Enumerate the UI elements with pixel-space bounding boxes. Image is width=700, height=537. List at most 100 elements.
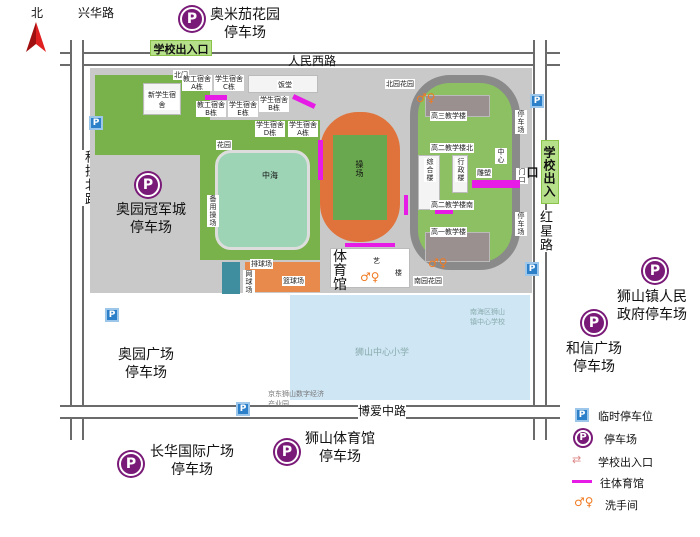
dorm-b-label: 学生宿舍B栋 xyxy=(259,96,289,112)
grade1-building xyxy=(425,232,490,262)
art-building-label: 楼 xyxy=(394,268,403,278)
parking-lot-aoyuan-plaza[interactable]: 奥园广场停车场 xyxy=(118,346,174,382)
temp-parking-icon[interactable]: P xyxy=(89,116,103,130)
basketball-label: 篮球场 xyxy=(282,276,305,286)
parking-lot-aoyuan-guanjuncheng[interactable]: 奥园冠军城停车场 xyxy=(116,201,186,237)
parking-name: 停车场 xyxy=(224,25,266,41)
parking-lot-aomiqie[interactable]: 奥米茄花园停车场 xyxy=(210,6,280,42)
grade1-label: 高一教学楼 xyxy=(430,227,467,237)
parking-lot-hexin[interactable]: 和信广场停车场 xyxy=(566,340,622,376)
parking-lot-icon[interactable]: P xyxy=(643,259,667,283)
parking-side-label: 停车场 xyxy=(515,110,527,134)
staff-dorm-a-label: 教工宿舍A栋 xyxy=(182,75,212,91)
center-label: 中心 xyxy=(495,148,507,164)
staff-dorm-b-label: 教工宿舍B栋 xyxy=(196,101,226,117)
temp-parking-icon: P xyxy=(575,408,589,422)
route-arrow-icon xyxy=(205,95,227,100)
road-label-hongxing: 红星路 xyxy=(535,210,554,252)
parking-name: 奥米茄花园 xyxy=(210,7,280,23)
road-keji-north xyxy=(70,40,84,440)
parking-lot-changhua[interactable]: 长华国际广场停车场 xyxy=(150,443,234,479)
north-garden-label: 北园花园 xyxy=(385,79,415,89)
parking-lot-icon[interactable]: P xyxy=(136,173,160,197)
dorm-a-label: 学生宿舍A栋 xyxy=(288,121,318,137)
parking-lot-icon[interactable]: P xyxy=(582,311,606,335)
parking-name: 停车场 xyxy=(171,462,213,478)
east-entrance-label: 学校出入口 xyxy=(525,140,559,204)
tennis-label: 网球场 xyxy=(243,270,255,294)
road-label-renmin: 人民西路 xyxy=(288,54,337,68)
parking-lot-shishan-gym[interactable]: 狮山体育馆停车场 xyxy=(305,430,375,466)
north-arrow-icon xyxy=(26,22,46,52)
legend-label: 洗手间 xyxy=(605,499,638,512)
parking-name: 政府停车场 xyxy=(617,307,687,323)
grade2-south-label: 高二教学楼南 xyxy=(430,200,474,210)
volleyball-label: 排球场 xyxy=(250,259,273,269)
parking-lot-icon[interactable]: P xyxy=(119,452,143,476)
dorm-e-label: 学生宿舍E栋 xyxy=(228,101,258,117)
primary-school-label: 狮山中心小学 xyxy=(355,348,410,358)
road-label-boai: 博爱中路 xyxy=(358,402,407,419)
south-garden-label: 南园花园 xyxy=(413,276,443,286)
grade3-label: 高三教学楼 xyxy=(430,111,467,121)
parking-name: 狮山体育馆 xyxy=(305,431,375,447)
legend-label: 停车场 xyxy=(604,433,637,446)
complex-label: 综合楼 xyxy=(424,158,436,182)
restroom-icon: ♂♀ xyxy=(416,91,436,105)
lake xyxy=(215,150,310,250)
temp-parking-icon[interactable]: P xyxy=(525,262,539,276)
garden-label: 花园 xyxy=(216,140,232,150)
football-field xyxy=(333,135,387,220)
arrow-icon xyxy=(572,480,592,483)
parking-lot-icon[interactable]: P xyxy=(180,7,204,31)
gym-label: 体育馆 xyxy=(333,249,347,293)
parking-name: 奥园冠军城 xyxy=(116,202,186,218)
parking-name: 停车场 xyxy=(125,365,167,381)
sculpture-label: 雕塑 xyxy=(476,168,492,178)
route-arrow-icon xyxy=(404,195,408,215)
restroom-icon: ♂♀ xyxy=(360,270,380,284)
parking-side-label: 停车场 xyxy=(515,212,527,236)
dorm-d-label: 学生宿舍D栋 xyxy=(255,121,285,137)
art-label: 艺 xyxy=(372,256,381,266)
lake-label: 中海 xyxy=(262,171,278,180)
legend-label: 临时停车位 xyxy=(598,410,653,423)
restroom-icon: ♂♀ xyxy=(574,495,594,509)
legend-label: 往体育馆 xyxy=(600,477,644,490)
parking-name: 停车场 xyxy=(319,449,361,465)
route-arrow-icon xyxy=(472,180,520,188)
parking-name: 和信广场 xyxy=(566,341,622,357)
parking-name: 狮山镇人民 xyxy=(617,289,687,305)
backup-field-label: 备用操场 xyxy=(207,195,219,227)
route-arrow-icon xyxy=(435,210,453,214)
temp-parking-icon[interactable]: P xyxy=(236,402,250,416)
parking-lot-icon: P xyxy=(575,430,591,446)
route-arrow-icon xyxy=(345,243,395,247)
parking-name: 停车场 xyxy=(573,359,615,375)
temp-parking-icon[interactable]: P xyxy=(105,308,119,322)
legend-label: 学校出入口 xyxy=(598,456,653,469)
parking-name: 奥园广场 xyxy=(118,347,174,363)
parking-name: 长华国际广场 xyxy=(150,444,234,460)
admin-label: 行政楼 xyxy=(455,158,467,182)
parking-name: 停车场 xyxy=(130,220,172,236)
entrance-icon: ⇄ xyxy=(572,453,582,466)
canteen-label: 饭堂 xyxy=(277,80,293,90)
parking-lot-shishan-gov[interactable]: 狮山镇人民政府停车场 xyxy=(617,288,687,324)
north-label: 北 xyxy=(31,6,44,20)
parking-lot-icon[interactable]: P xyxy=(275,440,299,464)
east-school-label: 南海区狮山镇中心学校 xyxy=(470,308,505,326)
north-gate-label: 北门 xyxy=(173,70,189,80)
primary-school-area xyxy=(290,295,530,400)
road-boai-middle xyxy=(60,405,560,419)
pool xyxy=(222,262,240,294)
new-dorm-label: 新学生宿舍 xyxy=(145,90,179,110)
dorm-c-label: 学生宿舍C栋 xyxy=(214,75,244,91)
gym-art-building xyxy=(330,248,410,288)
grade2-north-label: 高二教学楼北 xyxy=(430,143,474,153)
field-label: 操场 xyxy=(355,160,364,178)
north-entrance-label: 学校出入口 xyxy=(150,40,212,56)
temp-parking-icon[interactable]: P xyxy=(530,94,544,108)
road-xinghua: 兴华路 xyxy=(78,6,115,20)
restroom-icon: ♂♀ xyxy=(428,256,448,270)
